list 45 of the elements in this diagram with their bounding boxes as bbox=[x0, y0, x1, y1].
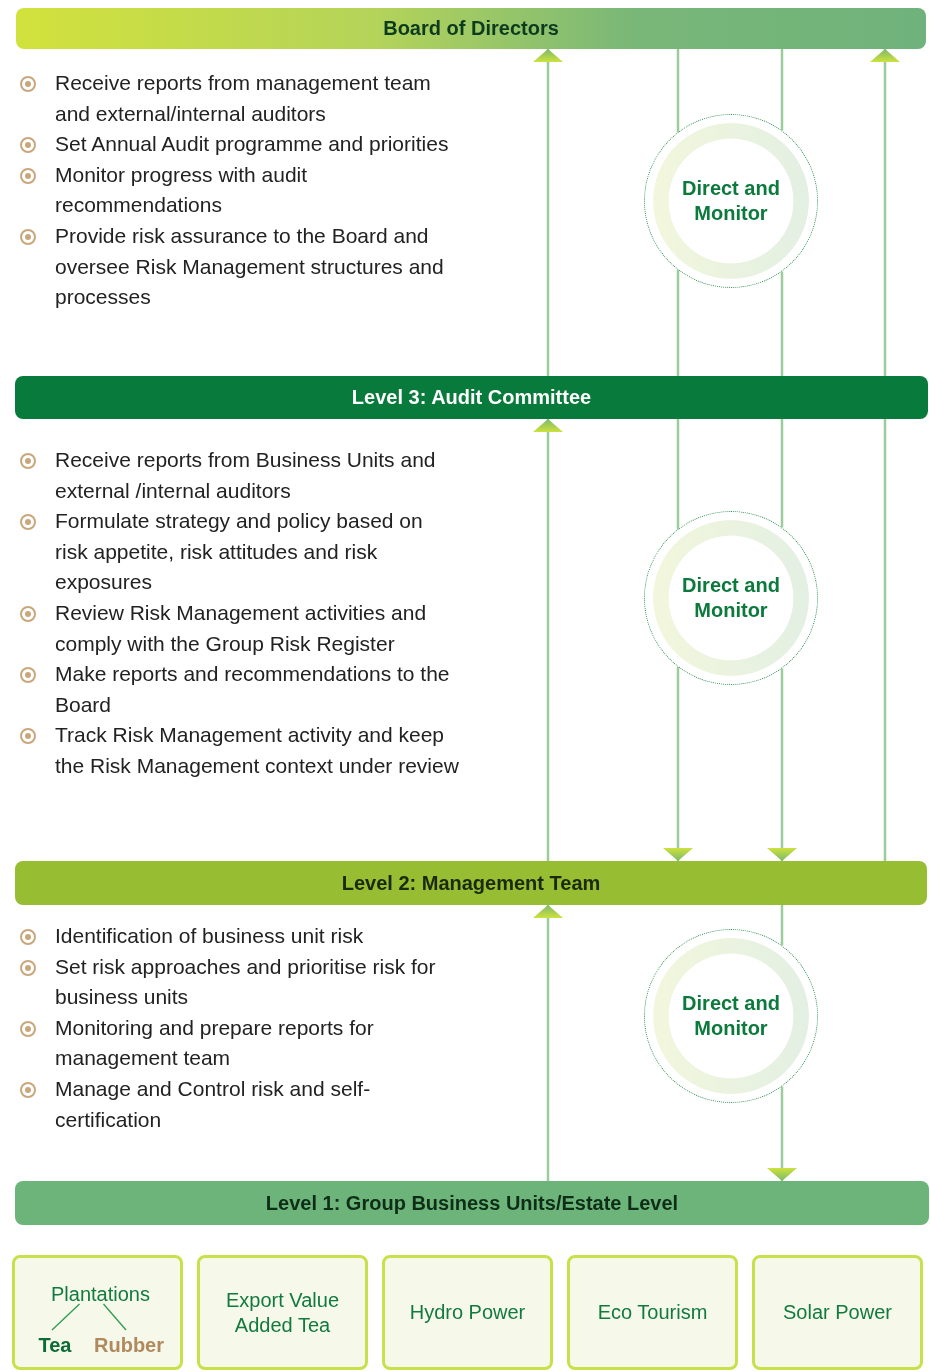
unit-card bbox=[382, 1255, 553, 1370]
arrow bbox=[767, 1086, 797, 1181]
branch-line bbox=[102, 1303, 127, 1331]
bullet-text: Provide risk assurance to the Board and oversee Risk Management structures and processes bbox=[55, 222, 445, 311]
bullet-text: Monitor progress with audit recommendations bbox=[55, 161, 309, 219]
band-title: Board of Directors bbox=[383, 17, 559, 40]
bullet-text: Set Annual Audit programme and priorities bbox=[55, 131, 449, 158]
arrow bbox=[663, 667, 693, 861]
unit-label: Hydro Power bbox=[408, 1300, 527, 1325]
bullet-text: Receive reports from Business Units and external /internal auditors bbox=[55, 447, 437, 504]
branch-line bbox=[51, 1303, 81, 1331]
bullet-text: Track Risk Management activity and keep the Risk Management context under review bbox=[55, 722, 460, 779]
level-band bbox=[15, 861, 927, 905]
bullet-text: Make reports and recommendations to the Board bbox=[55, 661, 451, 718]
band-title: Level 2: Management Team bbox=[341, 871, 601, 895]
arrow bbox=[533, 905, 563, 1181]
unit-card bbox=[197, 1255, 368, 1370]
bullet-text: Receive reports from management team and external/internal auditors bbox=[55, 70, 432, 127]
arrow bbox=[870, 49, 900, 376]
level-band bbox=[16, 8, 926, 49]
level-band bbox=[15, 376, 928, 419]
arrow bbox=[533, 49, 563, 376]
arrow bbox=[767, 668, 797, 861]
circle-label: Direct and Monitor bbox=[681, 991, 781, 1041]
bullet-text: Identification of business unit risk bbox=[55, 923, 364, 949]
level-band bbox=[15, 1181, 929, 1225]
unit-card bbox=[567, 1255, 738, 1370]
bullet-text: Review Risk Management activities and comply with the Group Risk Register bbox=[55, 599, 428, 657]
arrow bbox=[533, 419, 563, 861]
unit-label: Plantations bbox=[51, 1282, 150, 1306]
unit-label: Tea bbox=[38, 1333, 72, 1357]
bullet-text: Formulate strategy and policy based on risk appetite, risk attitudes and risk exposures bbox=[55, 508, 424, 596]
unit-label: Eco Tourism bbox=[596, 1300, 709, 1325]
circle-label: Direct and Monitor bbox=[681, 573, 781, 623]
unit-card bbox=[752, 1255, 923, 1370]
band-title: Level 3: Audit Committee bbox=[351, 386, 592, 409]
unit-card bbox=[12, 1255, 183, 1370]
circle-label: Direct and Monitor bbox=[681, 176, 781, 226]
unit-label: Export Value Added Tea bbox=[225, 1287, 340, 1338]
bullet-text: Monitoring and prepare reports for management team bbox=[55, 1014, 375, 1072]
band-title: Level 1: Group Business Units/Estate Level bbox=[265, 1191, 679, 1215]
bullet-text: Set risk approaches and prioritise risk for business units bbox=[55, 953, 437, 1011]
bullet-text: Manage and Control risk and self-certification bbox=[55, 1075, 372, 1133]
unit-label: Solar Power bbox=[782, 1300, 893, 1325]
unit-label: Rubber bbox=[94, 1333, 164, 1357]
